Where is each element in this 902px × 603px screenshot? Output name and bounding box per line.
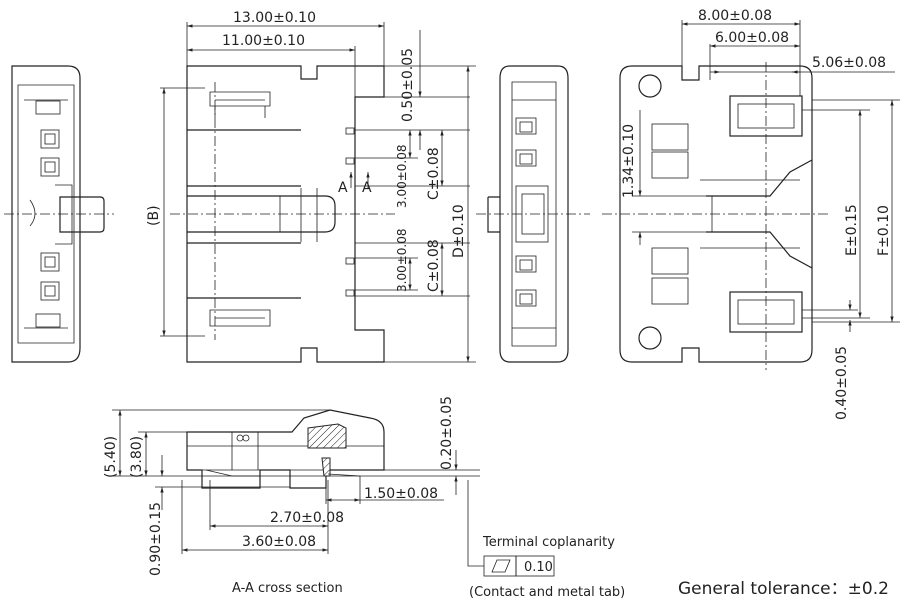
dim-c-upper: C±0.08 <box>426 147 442 200</box>
bottom-view-dimensions: 8.00±0.08 6.00±0.08 5.06±0.08 1.34±0.10 … <box>621 8 900 420</box>
dim-c-lower: C±0.08 <box>426 239 442 292</box>
dim-5-06: 5.06±0.08 <box>812 55 886 71</box>
dim-1-34: 1.34±0.10 <box>621 124 637 198</box>
dim-6-00: 6.00±0.08 <box>715 30 789 46</box>
dim-0-90: 0.90±0.15 <box>148 502 164 576</box>
dim-8-00: 8.00±0.08 <box>698 8 772 24</box>
dim-b: (B) <box>146 205 162 226</box>
dim-0-20: 0.20±0.05 <box>439 396 455 470</box>
bottom-view <box>602 62 830 370</box>
dim-f: F±0.10 <box>876 205 892 256</box>
dim-d: D±0.10 <box>451 204 467 258</box>
dim-5-40: (5.40) <box>103 436 119 478</box>
cross-section-dimensions: (5.40) (3.80) 0.90±0.15 0.20±0.05 1.50±0… <box>103 396 480 596</box>
general-tolerance: General tolerance：±0.2 <box>678 579 889 599</box>
flatness-icon <box>491 559 511 573</box>
top-view <box>170 65 395 363</box>
dim-0-50: 0.50±0.05 <box>400 48 416 122</box>
dim-11-00: 11.00±0.10 <box>222 33 305 49</box>
section-mark-a-left: A <box>338 180 348 196</box>
cross-section-view <box>186 409 385 489</box>
dim-3-80: (3.80) <box>129 436 145 478</box>
section-caption: A-A cross section <box>232 581 343 596</box>
dim-3-60: 3.60±0.08 <box>242 534 316 550</box>
dim-3-00-upper: 3.00±0.08 <box>395 145 409 209</box>
dim-1-50: 1.50±0.08 <box>364 486 438 502</box>
dim-0-40: 0.40±0.05 <box>834 346 850 420</box>
dim-2-70: 2.70±0.08 <box>270 510 344 526</box>
left-side-view <box>4 65 114 363</box>
top-view-dimensions: 13.00±0.10 11.00±0.10 (B) 0.50±0.05 3.00… <box>146 10 476 363</box>
dim-3-00-lower: 3.00±0.08 <box>395 229 409 293</box>
coplanarity-callout: Terminal coplanarity 0.10 (Contact and m… <box>467 480 625 600</box>
coplanarity-value: 0.10 <box>524 560 553 575</box>
dim-e: E±0.15 <box>844 204 860 256</box>
section-mark-a-right: A <box>362 180 372 196</box>
coplanarity-note: (Contact and metal tab) <box>469 585 625 600</box>
dim-13-00: 13.00±0.10 <box>233 10 316 26</box>
coplanarity-title: Terminal coplanarity <box>482 535 615 550</box>
middle-side-view <box>476 65 590 363</box>
